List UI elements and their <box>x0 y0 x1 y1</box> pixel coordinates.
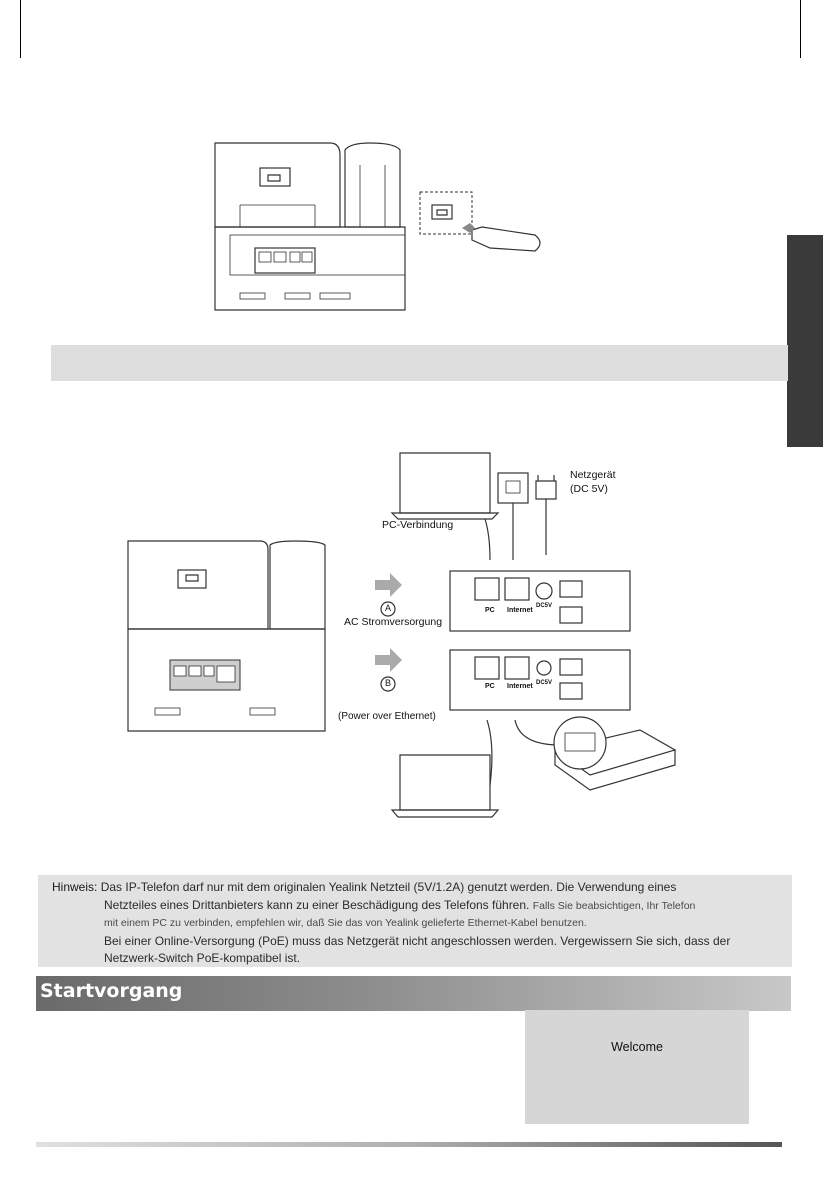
phone-rear-usb-illustration <box>214 142 541 311</box>
port-label-dc-a: DC5V <box>536 603 553 609</box>
port-label-pc-b: PC <box>485 683 495 690</box>
chapter-side-tab <box>787 235 823 447</box>
wall-jack-icon <box>497 472 529 504</box>
port-panel-b <box>449 649 631 711</box>
bottom-rule <box>36 1142 782 1147</box>
section-heading: Startvorgang <box>36 976 791 1011</box>
phone-screen: Welcome <box>525 1010 749 1124</box>
note-text-1: Das IP-Telefon darf nur mit dem original… <box>100 880 677 894</box>
marker-a-circle <box>380 601 396 617</box>
note-text-2b: Falls Sie beabsichtigen, Ihr Telefon <box>532 900 696 912</box>
usb-port-sticker <box>259 167 291 187</box>
note-line-2: Netzteiles eines Drittanbieters kann zu … <box>104 898 695 912</box>
port-label-internet-a: Internet <box>507 607 533 614</box>
usb-stick <box>471 226 541 252</box>
marker-a: A <box>385 603 392 613</box>
phone-rear-body <box>127 540 269 630</box>
note-box: Hinweis: Das IP-Telefon darf nur mit dem… <box>38 875 792 967</box>
laptop-top-icon <box>399 452 491 514</box>
label-power-adapter-2: (DC 5V) <box>570 483 608 495</box>
phone-stand <box>214 142 341 228</box>
power-adapter-icon <box>535 475 557 500</box>
port-panel <box>254 247 316 274</box>
phone-body <box>214 226 406 311</box>
note-text-2a: Netzteiles eines Drittanbieters kann zu … <box>104 898 530 912</box>
marker-b-circle <box>380 676 396 692</box>
usb-symbol-icon <box>267 174 281 182</box>
welcome-text: Welcome <box>611 1040 663 1054</box>
arrow-option-b-icon <box>375 648 402 672</box>
note-line-3: mit einem PC zu verbinden, empfehlen wir… <box>104 917 587 929</box>
crop-mark-right <box>800 0 801 58</box>
subsection-heading-bar <box>51 345 788 381</box>
phone-handset-rest <box>344 142 401 228</box>
label-option-a: AC Stromversorgung <box>344 616 443 628</box>
section-title: Startvorgang <box>40 980 183 1002</box>
port-label-pc-a: PC <box>485 607 495 614</box>
crop-mark-left <box>20 0 21 58</box>
marker-b: B <box>385 678 392 688</box>
connection-diagram <box>127 452 677 818</box>
note-line-4: Bei einer Online-Versorgung (PoE) muss d… <box>104 934 731 948</box>
port-panel-a <box>449 570 631 632</box>
note-line-5: Netzwerk-Switch PoE-kompatibel ist. <box>104 951 301 965</box>
label-power-adapter-1: Netzgerät <box>570 469 616 481</box>
note-prefix: Hinweis: <box>52 880 98 894</box>
label-option-b: (Power over Ethernet) <box>338 711 436 722</box>
arrow-option-a-icon <box>375 573 402 597</box>
port-label-dc-b: DC5V <box>536 680 553 686</box>
usb-zoom-box <box>419 191 473 235</box>
laptop-bottom-icon <box>399 754 491 811</box>
note-line-1: Hinweis: Das IP-Telefon darf nur mit dem… <box>52 880 676 894</box>
label-pc-connection: PC-Verbindung <box>382 519 454 531</box>
port-label-internet-b: Internet <box>507 683 533 690</box>
